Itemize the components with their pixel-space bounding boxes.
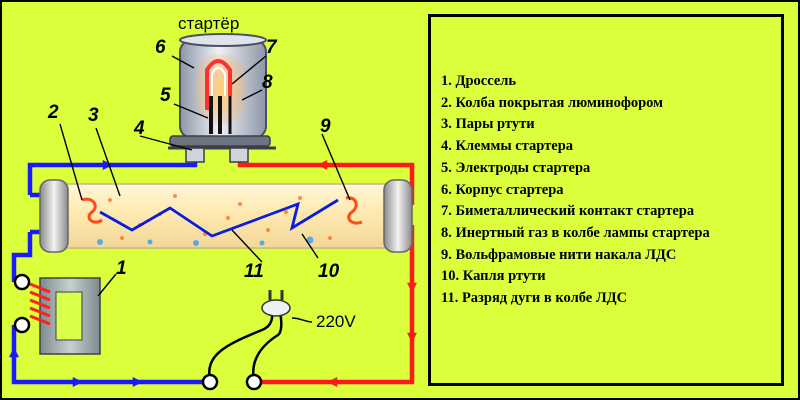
lamp-tube xyxy=(39,179,413,253)
legend-item: 1. Дроссель xyxy=(441,73,517,89)
starter-bimetal-contact xyxy=(205,59,232,110)
legend-item: 10. Капля ртути xyxy=(441,268,546,285)
legend-item: 6. Корпус стартера xyxy=(441,181,564,198)
legend-box: 1. Дроссель 2. Колба покрытая люминофоро… xyxy=(428,14,784,386)
legend-item: 5. Электроды стартера xyxy=(441,159,591,176)
filament-right xyxy=(345,196,363,225)
mains-terminal-right xyxy=(245,373,263,391)
callout-1: 1 xyxy=(116,258,127,279)
wire-blue-bottom xyxy=(11,325,208,385)
legend-item: 8. Инертный газ в колбе лампы стартера xyxy=(441,224,710,241)
callout-7: 7 xyxy=(266,37,278,58)
lamp-cap-right xyxy=(383,179,413,253)
wire-blue-left-upper xyxy=(11,232,33,282)
choke-terminal-bottom xyxy=(13,316,31,334)
starter-label: стартёр xyxy=(178,14,239,33)
legend-item: 11. Разряд дуги в колбе ЛДС xyxy=(441,290,628,307)
mains-terminal-left xyxy=(201,373,219,391)
callout-10: 10 xyxy=(318,261,340,282)
choke-coil xyxy=(29,282,51,326)
filament-left xyxy=(81,197,103,224)
mercury-drops xyxy=(97,236,314,246)
legend-item: 9. Вольфрамовые нити накала ЛДС xyxy=(441,246,677,263)
callout-4: 4 xyxy=(133,118,145,139)
callout-3: 3 xyxy=(88,105,99,126)
lamp-arc-discharge xyxy=(99,198,339,238)
starter-terminal-right xyxy=(229,147,249,163)
legend-item: 4. Клеммы стартера xyxy=(441,138,574,155)
leader-lines xyxy=(59,55,351,297)
callout-5: 5 xyxy=(160,85,171,106)
voltage-label: 220V xyxy=(316,312,356,331)
lamp-cap-left xyxy=(39,179,69,253)
starter-electrodes xyxy=(209,96,222,134)
legend-item: 3. Пары ртути xyxy=(441,116,535,133)
choke xyxy=(13,273,101,355)
callout-9: 9 xyxy=(320,116,331,137)
callout-8: 8 xyxy=(262,72,273,93)
legend-item: 2. Колба покрытая люминофором xyxy=(441,94,664,111)
legend-list: 1. Дроссель 2. Колба покрытая люминофоро… xyxy=(441,71,710,310)
starter-terminal-left xyxy=(185,147,205,163)
callout-2: 2 xyxy=(47,102,59,123)
callout-6: 6 xyxy=(155,37,166,58)
callout-11: 11 xyxy=(244,261,264,282)
legend-item: 7. Биметаллический контакт стартера xyxy=(441,203,695,220)
starter xyxy=(168,33,276,163)
choke-terminal-top xyxy=(13,273,31,291)
mains-plug xyxy=(201,290,313,391)
wire-red-right xyxy=(260,225,415,385)
